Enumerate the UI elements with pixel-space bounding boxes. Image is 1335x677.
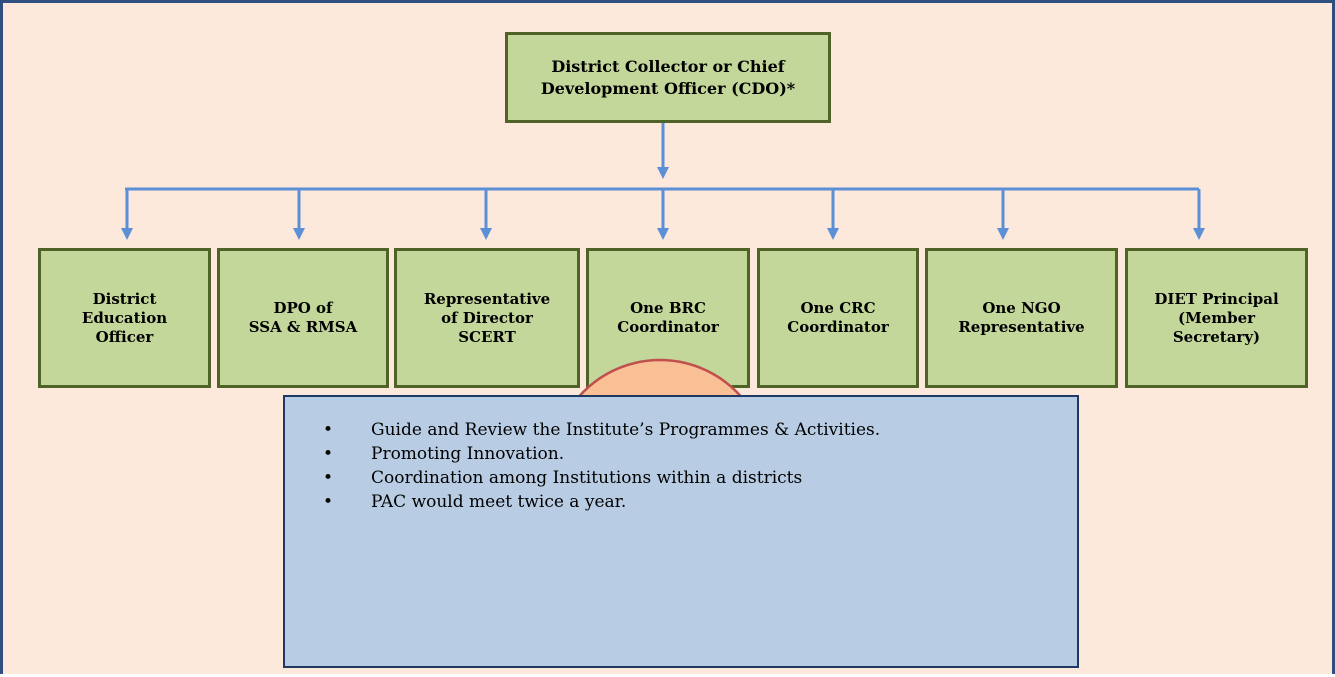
top-box-collector: District Collector or Chief Development … — [505, 32, 831, 123]
bullet-icon: • — [323, 468, 334, 488]
bullet-icon: • — [323, 420, 334, 440]
bullet-icon: • — [323, 444, 334, 464]
pac-functions-list: •Guide and Review the Institute’s Progra… — [323, 418, 880, 514]
pac-functions-box: •Guide and Review the Institute’s Progra… — [283, 395, 1079, 668]
pac-function-item: •Guide and Review the Institute’s Progra… — [323, 420, 881, 440]
pac-function-item: •PAC would meet twice a year. — [323, 492, 627, 512]
member-box-dpo: DPO of SSA & RMSA — [217, 248, 389, 388]
member-box-diet: DIET Principal (Member Secretary) — [1125, 248, 1308, 388]
member-box-ngo: One NGO Representative — [925, 248, 1118, 388]
member-box-deo: District Education Officer — [38, 248, 211, 388]
bullet-icon: • — [323, 492, 334, 512]
member-box-crc: One CRC Coordinator — [757, 248, 919, 388]
pac-function-item: •Coordination among Institutions within … — [323, 468, 803, 488]
member-box-scert-rep: Representative of Director SCERT — [394, 248, 580, 388]
pac-function-item: •Promoting Innovation. — [323, 444, 565, 464]
